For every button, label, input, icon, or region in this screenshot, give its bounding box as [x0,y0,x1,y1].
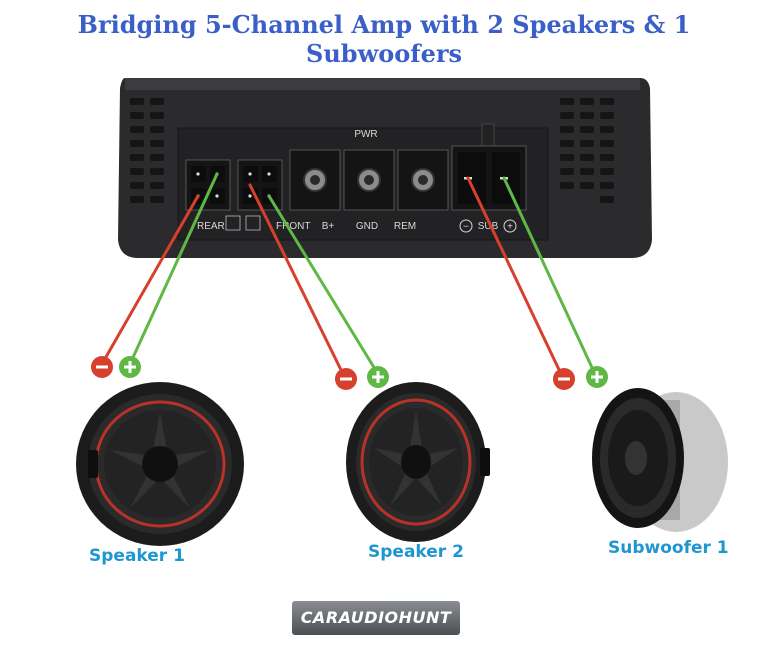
speaker-1-image [76,382,244,546]
subwoofer-negative-wire [466,176,564,378]
minus-icon [335,368,357,390]
subwoofer-positive-wire [502,176,597,376]
speaker-2-label: Speaker 2 [368,542,464,562]
speaker2-negative-wire [248,183,346,378]
speaker2-positive-wire [267,194,380,376]
wires [100,172,597,378]
plus-icon [119,356,141,378]
minus-icon [553,368,575,390]
polarity-markers [91,356,608,390]
sub-minus-symbol: − [463,222,469,233]
sub-plus-symbol: + [507,222,513,233]
power-terminals [289,149,449,211]
plus-icon [367,366,389,388]
speaker1-negative-wire [100,194,200,366]
speaker-2-image [346,382,490,542]
gnd-label: GND [356,221,378,232]
minus-icon [91,356,113,378]
pwr-label: PWR [354,129,377,140]
sub-connector [451,123,527,211]
rear-label: REAR [197,221,225,232]
sub-label: SUB [478,221,499,232]
amplifier: PWR [118,78,652,258]
right-vents [560,98,614,203]
speaker-1-label: Speaker 1 [89,546,185,566]
bplus-label: B+ [322,221,335,232]
rem-label: REM [394,221,416,232]
subwoofer-1-image [592,388,728,532]
page-title: Bridging 5-Channel Amp with 2 Speakers &… [77,10,691,68]
front-label: FRONT [276,221,310,232]
speaker1-positive-wire [128,172,219,366]
plus-icon [586,366,608,388]
brand-logo: CARAUDIOHUNT [292,601,460,635]
left-vents [130,98,164,203]
subwoofer-1-label: Subwoofer 1 [608,538,729,558]
